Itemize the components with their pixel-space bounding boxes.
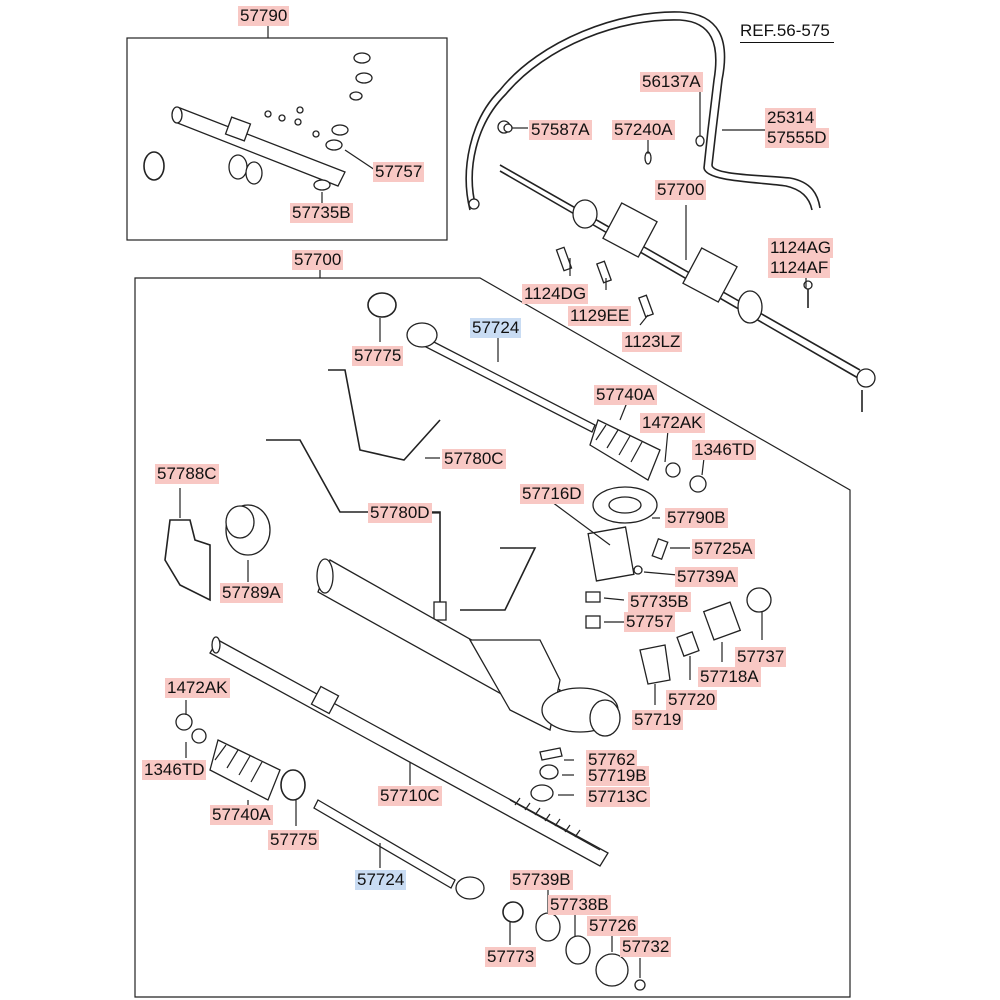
part-label-57726[interactable]: 57726 <box>587 916 639 936</box>
part-label-57789A[interactable]: 57789A <box>220 583 283 603</box>
part-label-57757-kit[interactable]: 57757 <box>373 162 425 182</box>
part-label-57775-lower[interactable]: 57775 <box>268 830 320 850</box>
lower-small-parts <box>535 912 646 991</box>
seal-kit-box <box>126 37 448 241</box>
part-label-57732[interactable]: 57732 <box>620 937 672 957</box>
part-label-57773[interactable]: 57773 <box>485 947 537 967</box>
feed-pipes <box>266 369 537 621</box>
leader-lines <box>179 127 807 978</box>
part-label-57788C[interactable]: 57788C <box>155 464 219 484</box>
part-label-1129EE[interactable]: 1129EE <box>568 306 632 326</box>
part-label-1472AK-upper[interactable]: 1472AK <box>640 413 705 433</box>
part-label-57780C[interactable]: 57780C <box>442 449 506 469</box>
part-label-1346TD-upper[interactable]: 1346TD <box>692 440 757 460</box>
part-label-57735B-kit[interactable]: 57735B <box>290 203 353 223</box>
part-label-57790B[interactable]: 57790B <box>665 508 728 528</box>
part-label-1123LZ[interactable]: 1123LZ <box>622 332 683 352</box>
part-label-57740A-lower[interactable]: 57740A <box>210 805 273 825</box>
part-label-1472AK-lower[interactable]: 1472AK <box>165 678 230 698</box>
part-label-56137A[interactable]: 56137A <box>640 72 703 92</box>
part-label-57240A[interactable]: 57240A <box>612 120 675 140</box>
part-label-1124AF[interactable]: 1124AF <box>768 258 831 278</box>
inner-tie-rods <box>280 292 596 923</box>
part-label-25314[interactable]: 25314 <box>765 108 817 128</box>
part-label-57740A-upper[interactable]: 57740A <box>594 385 657 405</box>
part-label-57775-upper[interactable]: 57775 <box>352 346 404 366</box>
part-label-57724-upper[interactable]: 57724 <box>470 318 522 338</box>
part-label-57719[interactable]: 57719 <box>632 710 684 730</box>
part-label-57739A[interactable]: 57739A <box>675 567 738 587</box>
reference-label: REF.56-575 <box>740 21 834 43</box>
part-label-1124AG[interactable]: 1124AG <box>768 238 834 258</box>
part-label-57720[interactable]: 57720 <box>666 690 718 710</box>
part-label-57780D[interactable]: 57780D <box>368 503 432 523</box>
part-label-57735B[interactable]: 57735B <box>628 592 691 612</box>
part-label-57757[interactable]: 57757 <box>624 612 676 632</box>
part-label-57713C[interactable]: 57713C <box>586 787 650 807</box>
part-label-57739B[interactable]: 57739B <box>510 870 573 890</box>
part-label-57716D[interactable]: 57716D <box>520 484 584 504</box>
part-label-57700-assembly[interactable]: 57700 <box>292 250 344 270</box>
valve-assembly <box>530 486 772 802</box>
assembled-gear-and-hoses <box>465 11 876 412</box>
part-label-1346TD-lower[interactable]: 1346TD <box>142 760 207 780</box>
mounting-bracket <box>164 504 271 602</box>
part-label-1124DG[interactable]: 1124DG <box>522 284 589 304</box>
seal-kit-parts <box>143 52 376 203</box>
part-label-57718A[interactable]: 57718A <box>698 667 761 687</box>
part-label-57725A[interactable]: 57725A <box>692 539 755 559</box>
part-label-57790[interactable]: 57790 <box>238 6 290 26</box>
part-label-57719B[interactable]: 57719B <box>586 766 649 786</box>
part-label-57738B[interactable]: 57738B <box>548 895 611 915</box>
part-label-57724-lower[interactable]: 57724 <box>355 870 407 890</box>
gear-housing <box>316 558 621 737</box>
part-label-57710C[interactable]: 57710C <box>378 786 442 806</box>
steering-rack <box>209 636 609 867</box>
part-label-57737[interactable]: 57737 <box>735 647 787 667</box>
assembly-outline <box>134 277 851 998</box>
part-label-57762[interactable]: 57762 <box>586 750 638 770</box>
part-label-57555D[interactable]: 57555D <box>765 128 829 148</box>
part-label-57700-gear[interactable]: 57700 <box>655 180 707 200</box>
part-label-57587A[interactable]: 57587A <box>529 120 592 140</box>
rack-boots <box>175 419 707 801</box>
